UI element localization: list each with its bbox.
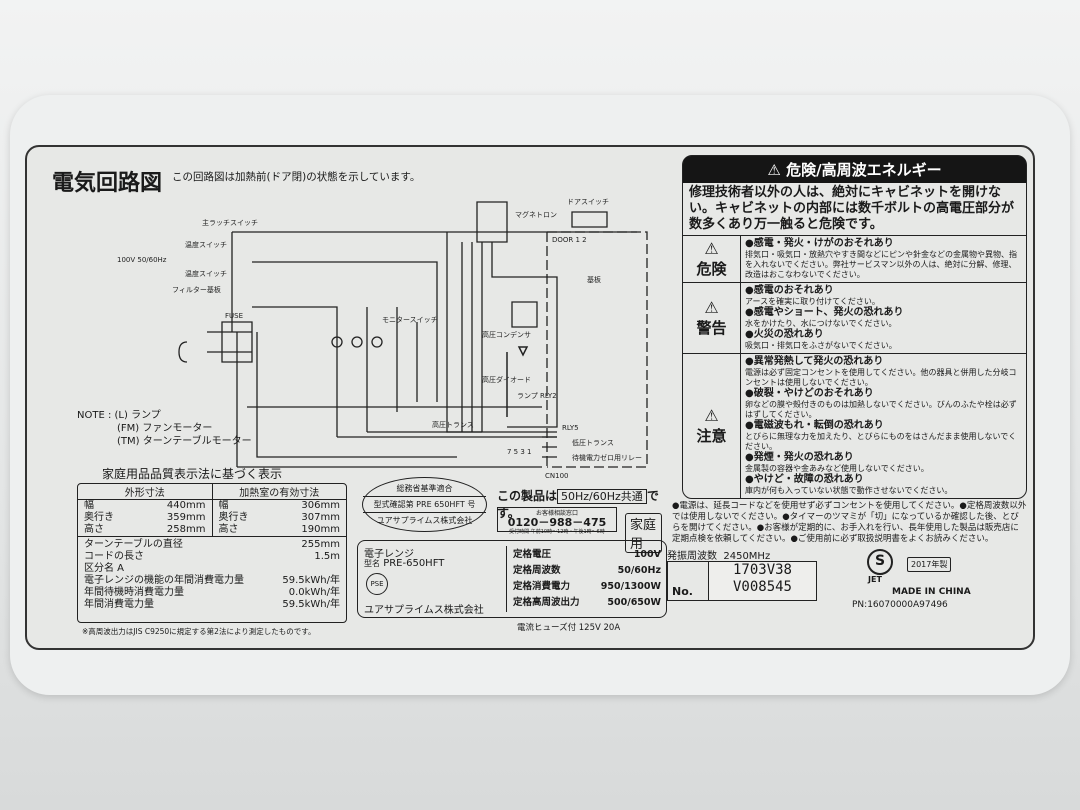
rly5-label: RLY5 (562, 424, 579, 432)
maker: ユアサプライムス株式会社 (364, 605, 484, 616)
filter-board-label: フィルター基板 (172, 285, 221, 294)
main-latch-switch-label: 主ラッチスイッチ (202, 218, 258, 227)
fuse-label: FUSE (225, 312, 243, 320)
warning-triangle-icon: ⚠ (704, 239, 719, 258)
model-number: PRE-650HFT (383, 558, 445, 569)
caution-section: ⚠注意 ●異常発熱して発火の恐れあり電源は必ず固定コンセントを使用してください。… (683, 353, 1026, 498)
warning-main: 修理技術者以外の人は、絶対にキャビネットを開けない。キャビネットの内部には数千ボ… (689, 185, 1015, 232)
fuse-rating: 電流ヒューズ付 125V 20A (517, 623, 621, 633)
support-box: お客様相談窓口 0120－988－475 受付時間 午前10時～12時・午後1時… (497, 507, 617, 535)
warning-header: ⚠ 危険/高周波エネルギー (683, 156, 1026, 183)
hv-capacitor-label: 高圧コンデンサ (482, 330, 531, 339)
origin: MADE IN CHINA (892, 587, 971, 597)
outer-header: 外形寸法 (78, 484, 213, 499)
door-switch-label: ドアスイッチ (567, 198, 609, 206)
circuit-title: 電気回路図 (52, 171, 163, 196)
usage-notes: ●電源は、延長コードなどを使用せず必ずコンセントを使用してください。●定格周波数… (672, 501, 1027, 544)
circuit-diagram: 主ラッチスイッチ 温度スイッチ 温度スイッチ 100V 50/60Hz フィルタ… (117, 198, 648, 480)
note-prefix: NOTE : (77, 410, 112, 421)
right-column: ⚠ 危険/高周波エネルギー 修理技術者以外の人は、絶対にキャビネットを開けない。… (667, 155, 1027, 615)
board-label: 基板 (587, 275, 601, 284)
note-fan: (FM) ファンモーター (117, 423, 213, 434)
magnetron-label: マグネトロン (515, 210, 557, 219)
hv-diode-label: 高圧ダイオード (482, 375, 531, 384)
lv-transformer-label: 低圧トランス (572, 438, 614, 447)
monitor-switch-label: モニタースイッチ (382, 315, 438, 324)
connector-label: CN100 (545, 472, 569, 480)
power-label: 100V 50/60Hz (117, 256, 167, 264)
support-phone: 0120－988－475 (507, 516, 607, 529)
quality-title: 家庭用品品質表示法に基づく表示 (102, 467, 283, 481)
standby-relay-label: 待機電力ゼロ用リレー (572, 453, 642, 462)
cavity-header: 加熱室の有効寸法 (239, 488, 320, 499)
rating-label: 電気回路図 この回路図は加熱前(ドア閉)の状態を示しています。 主ラッチスイッチ… (25, 145, 1035, 650)
circuit-subtitle: この回路図は加熱前(ドア閉)の状態を示しています。 (172, 171, 421, 183)
part-number: PN:16070000A97496 (852, 600, 948, 610)
thermo-switch-label-2: 温度スイッチ (185, 269, 227, 278)
thermo-switch-label-1: 温度スイッチ (185, 240, 227, 249)
door-label: DOOR 1 2 (552, 236, 587, 244)
warning-triangle-icon: ⚠ (704, 406, 719, 425)
year-badge: 2017年製 (907, 557, 952, 572)
oscillation-frequency: 発振周波数 2450MHz (667, 551, 771, 562)
note-lamp: (L) ランプ (114, 410, 161, 421)
quality-footnote: ※高周波出力はJIS C9250に規定する第2法により測定したものです。 (82, 627, 316, 636)
warning-section: ⚠警告 ●感電のおそれありアースを確実に取り付けてください。 ●感電やショート、… (683, 282, 1026, 353)
note-turntable: (TM) ターンテーブルモーター (117, 436, 252, 447)
hv-transformer-label: 高圧トランス (432, 420, 474, 429)
warning-triangle-icon: ⚠ (704, 298, 719, 317)
jet-text: JET (868, 575, 882, 584)
connector-pins: 7 5 3 1 (507, 448, 532, 456)
lamp-relay-label: ランプ RLY2 (517, 392, 557, 400)
certification-oval: 総務省基準適合 型式確認第 PRE 650HFT 号 ユアサプライムス株式会社 (362, 477, 487, 532)
warning-panel: ⚠ 危険/高周波エネルギー 修理技術者以外の人は、絶対にキャビネットを開けない。… (682, 155, 1027, 499)
circuit-note: NOTE : (L) ランプ (FM) ファンモーター (TM) ターンテーブル… (77, 409, 252, 448)
pse-mark: PSE (366, 573, 388, 595)
danger-section: ⚠危険 ●感電・発火・けがのおそれあり排気口・吸気口・放熱穴やすき間などにピンや… (683, 235, 1026, 282)
product-name: 電子レンジ (364, 549, 414, 560)
product-spec-box: 電子レンジ 型名 PRE-650HFT PSE ユアサプライムス株式会社 定格電… (357, 540, 667, 618)
jet-logo: S (867, 549, 893, 575)
